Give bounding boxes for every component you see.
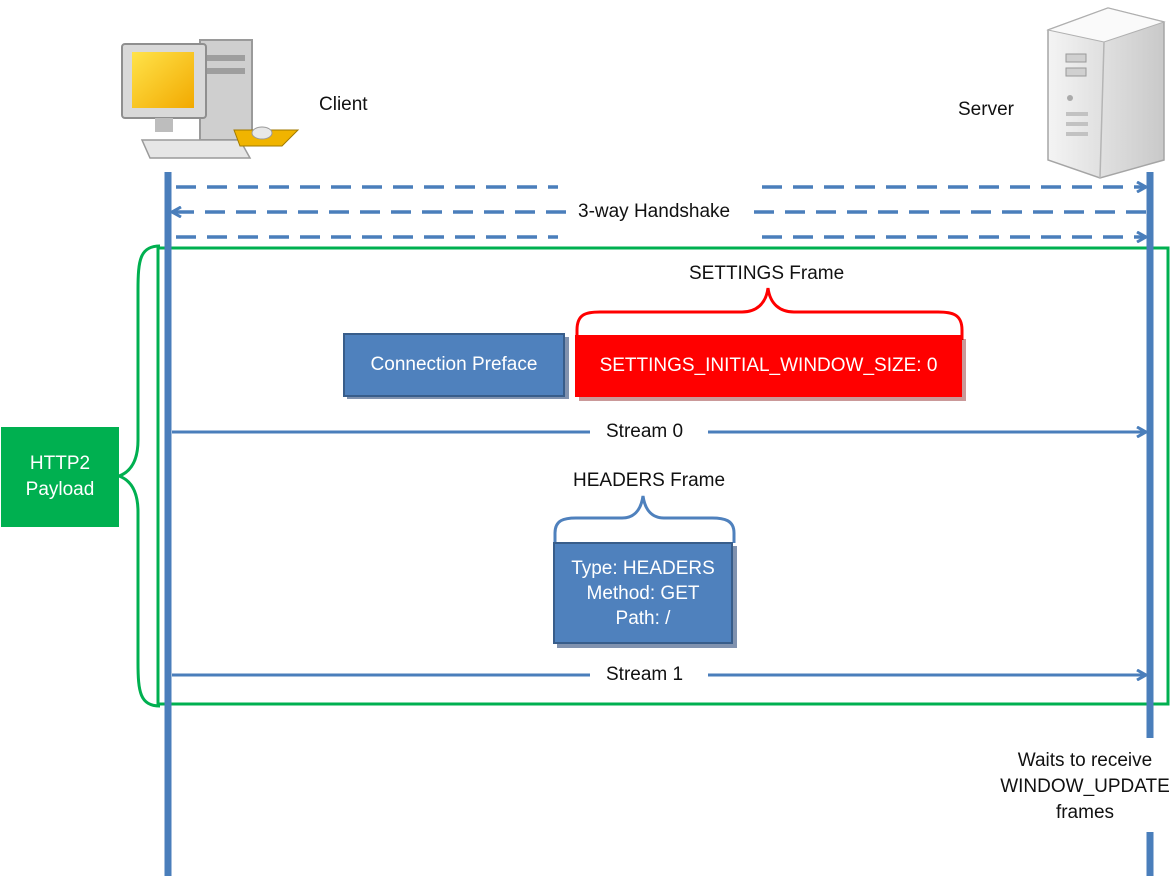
connection-preface-label: Connection Preface xyxy=(370,354,538,375)
http2-payload-line2: Payload xyxy=(25,479,95,500)
headers-frame-path: Path: / xyxy=(615,607,671,629)
http2-payload-line1: HTTP2 xyxy=(29,453,91,474)
headers-frame-title: HEADERS Frame xyxy=(573,470,726,491)
desktop-computer-icon xyxy=(121,39,300,159)
headers-frame-type: Type: HEADERS xyxy=(571,557,715,579)
server-wait-note-line3: frames xyxy=(1055,802,1115,823)
server-tower-icon xyxy=(1046,7,1166,179)
settings-brace xyxy=(575,287,964,340)
server-wait-note-line1: Waits to receive xyxy=(1017,750,1153,771)
server-wait-note-line2: WINDOW_UPDATE xyxy=(1000,776,1170,797)
server-label: Server xyxy=(958,99,1014,120)
headers-frame-method: Method: GET xyxy=(586,582,700,604)
stream0-label: Stream 0 xyxy=(606,421,684,442)
http2-payload-box: HTTP2 Payload xyxy=(1,427,119,527)
headers-brace xyxy=(553,495,736,543)
settings-initial-window-size-label: SETTINGS_INITIAL_WINDOW_SIZE: 0 xyxy=(599,355,938,376)
payload-brace xyxy=(114,244,161,708)
handshake-label: 3-way Handshake xyxy=(578,201,731,222)
http2-payload-region xyxy=(156,246,1170,706)
settings-frame-title: SETTINGS Frame xyxy=(689,263,845,284)
client-label: Client xyxy=(319,94,368,115)
server-wait-note: Waits to receive WINDOW_UPDATE frames xyxy=(996,748,1174,826)
headers-frame-box: Type: HEADERS Method: GET Path: / xyxy=(553,542,733,644)
stream1-label: Stream 1 xyxy=(606,664,684,685)
settings-initial-window-size-box: SETTINGS_INITIAL_WINDOW_SIZE: 0 xyxy=(575,335,962,397)
connection-preface-box: Connection Preface xyxy=(343,333,565,397)
handshake-arrows xyxy=(172,187,1146,237)
